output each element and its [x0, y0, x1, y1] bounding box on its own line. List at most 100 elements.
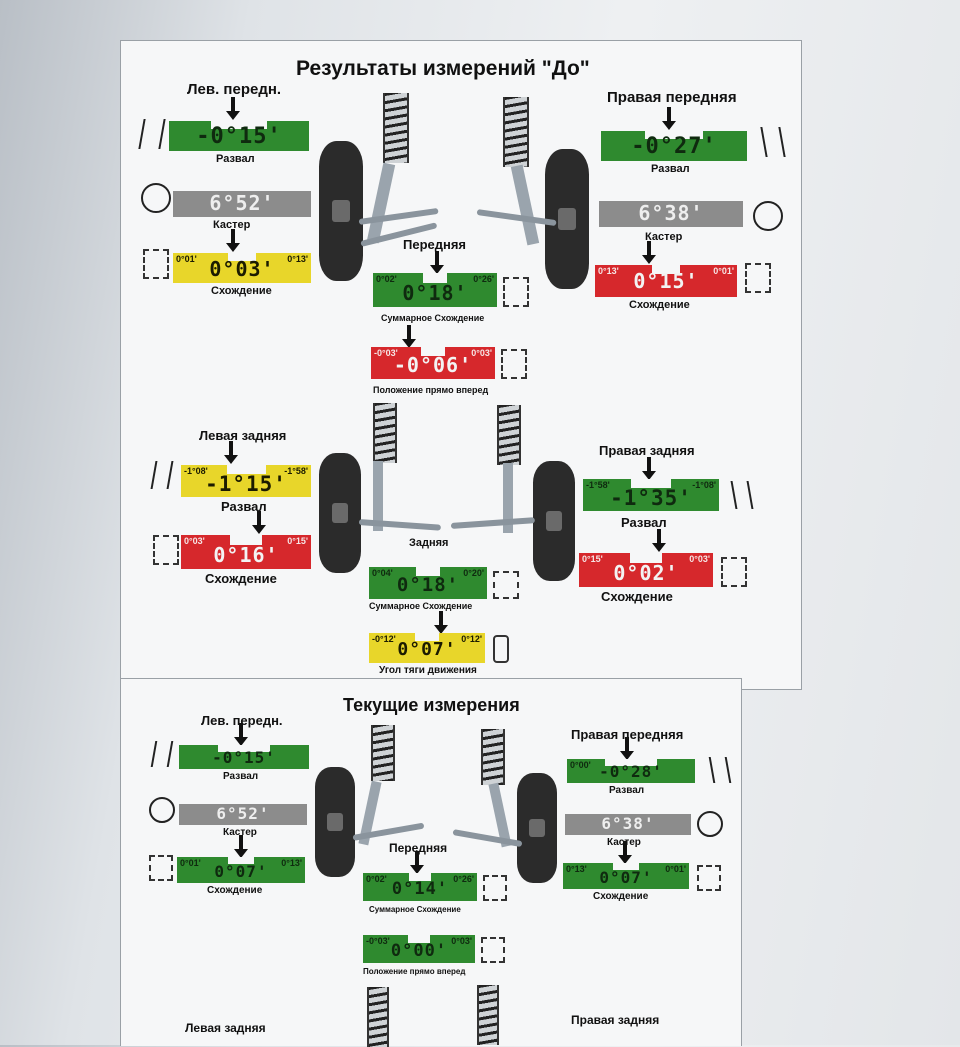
front-total-toe-label: Суммарное Схождение: [369, 905, 461, 914]
rr-label: Правая задняя: [571, 1013, 660, 1027]
rear-total-toe-meter: 0°04' 0°20' 0°18': [369, 567, 487, 599]
sheet-title: Текущие измерения: [343, 695, 520, 715]
lr-toe-max: 0°15': [287, 536, 308, 546]
lr-toe-label: Схождение: [205, 571, 277, 586]
lf-caster-label: Кастер: [213, 219, 251, 231]
rr-camber-meter: -1°58' -1°08' -1°35': [583, 479, 719, 511]
caster-icon: [141, 183, 171, 213]
front-left-spring: [371, 725, 395, 781]
straight-ahead-icon: [481, 937, 505, 963]
lr-camber-value: -1°15': [205, 472, 287, 496]
thrust-min: -0°12': [372, 634, 396, 644]
lr-label: Левая задняя: [199, 428, 287, 443]
toe-icon: [143, 249, 169, 279]
straight-ahead-icon: [501, 349, 527, 379]
rr-toe-max: 0°03': [689, 554, 710, 564]
rr-label: Правая задняя: [599, 443, 695, 458]
rf-camber-label: Развал: [609, 785, 645, 796]
lr-camber-label: Развал: [221, 499, 267, 514]
rf-camber-value: -0°27': [631, 134, 717, 159]
camber-icon: [708, 757, 732, 783]
front-left-spring: [383, 93, 409, 163]
rear-right-wheel-illustration: [533, 461, 575, 581]
toe-icon: [697, 865, 721, 891]
rr-camber-value: -1°35': [610, 486, 692, 510]
rf-toe-min: 0°13': [566, 864, 587, 874]
rear-right-arm: [450, 517, 536, 529]
rf-toe-value: 0°15': [633, 269, 699, 293]
rf-toe-value: 0°07': [599, 868, 653, 887]
rear-left-spring: [373, 403, 397, 463]
lf-label: Лев. передн.: [201, 713, 283, 728]
rr-camber-label: Развал: [621, 515, 667, 530]
caster-icon: [753, 201, 783, 231]
rf-toe-label: Схождение: [593, 891, 649, 902]
toe-icon: [721, 557, 747, 587]
front-right-strut: [510, 164, 540, 246]
front-left-arm: [358, 207, 439, 225]
thrust-angle-value: 0°07': [397, 639, 457, 660]
lr-camber-max: -1°58': [284, 466, 308, 476]
sheet-title: Результаты измерений "До": [296, 57, 590, 80]
lf-label: Лев. передн.: [187, 81, 282, 98]
front-label: Передняя: [403, 237, 467, 252]
toe-icon: [149, 855, 173, 881]
lf-caster-meter: 6°52': [173, 187, 311, 217]
lf-caster-label: Кастер: [223, 827, 257, 838]
lf-camber-label: Развал: [216, 153, 255, 165]
front-straight-min: -0°03': [366, 936, 390, 946]
rf-camber-min: 0°00': [570, 760, 591, 770]
total-toe-icon: [483, 875, 507, 901]
front-total-toe-value: 0°18': [402, 281, 468, 305]
rf-caster-meter: 6°38': [565, 811, 691, 835]
lr-toe-meter: 0°03' 0°15' 0°16': [181, 535, 311, 569]
front-straight-label: Положение прямо вперед: [373, 385, 489, 395]
rf-caster-meter: 6°38': [599, 197, 743, 227]
front-total-toe-meter: 0°02' 0°26' 0°18': [373, 273, 497, 307]
camber-icon: [150, 461, 174, 489]
front-straight-value: 0°00': [390, 941, 448, 961]
front-straight-max: 0°03': [471, 348, 492, 358]
lr-camber-min: -1°08': [184, 466, 208, 476]
lf-camber-meter: -0°15': [179, 745, 309, 769]
rf-toe-max: 0°01': [665, 864, 686, 874]
rr-camber-min: -1°58': [586, 480, 610, 490]
front-straight-label: Положение прямо вперед: [363, 967, 466, 976]
rear-label: Задняя: [409, 537, 449, 549]
lf-caster-value: 6°52': [216, 804, 270, 823]
rf-camber-meter: 0°00' -0°28': [567, 759, 695, 783]
toe-icon: [153, 535, 179, 565]
lf-toe-min: 0°01': [176, 254, 197, 264]
rf-caster-value: 6°38': [638, 201, 704, 225]
rf-label: Правая передняя: [607, 89, 737, 106]
rr-toe-value: 0°02': [613, 561, 679, 585]
rear-right-strut: [503, 463, 513, 533]
rf-camber-meter: -0°27': [601, 131, 747, 161]
lf-caster-value: 6°52': [209, 191, 275, 215]
lf-camber-value: -0°15': [196, 124, 282, 149]
lf-camber-label: Развал: [223, 771, 259, 782]
lf-toe-value: 0°03': [209, 257, 275, 281]
rf-toe-meter: 0°13' 0°01' 0°07': [563, 863, 689, 889]
rf-toe-min: 0°13': [598, 266, 619, 276]
rr-toe-meter: 0°15' 0°03' 0°02': [579, 553, 713, 587]
front-total-toe-meter: 0°02' 0°26' 0°14': [363, 873, 477, 901]
front-total-toe-value: 0°14': [391, 879, 449, 899]
front-total-toe-max: 0°26': [453, 874, 474, 884]
rf-toe-max: 0°01': [713, 266, 734, 276]
lf-toe-meter: 0°01' 0°13' 0°03': [173, 253, 311, 283]
thrust-icon: [493, 635, 509, 663]
front-left-wheel-illustration: [315, 767, 355, 877]
front-straight-meter: -0°03' 0°03' -0°06': [371, 347, 495, 379]
lr-camber-meter: -1°08' -1°58' -1°15': [181, 465, 311, 497]
lf-caster-meter: 6°52': [179, 801, 307, 825]
lf-camber-value: -0°15': [212, 748, 276, 767]
rf-toe-meter: 0°13' 0°01' 0°15': [595, 265, 737, 297]
lf-toe-value: 0°07': [214, 862, 268, 881]
front-straight-min: -0°03': [374, 348, 398, 358]
rf-caster-value: 6°38': [601, 814, 655, 833]
camber-icon: [150, 741, 174, 767]
lf-toe-label: Схождение: [211, 285, 272, 297]
rf-camber-value: -0°28': [599, 762, 663, 781]
front-straight-value: -0°06': [393, 353, 473, 377]
